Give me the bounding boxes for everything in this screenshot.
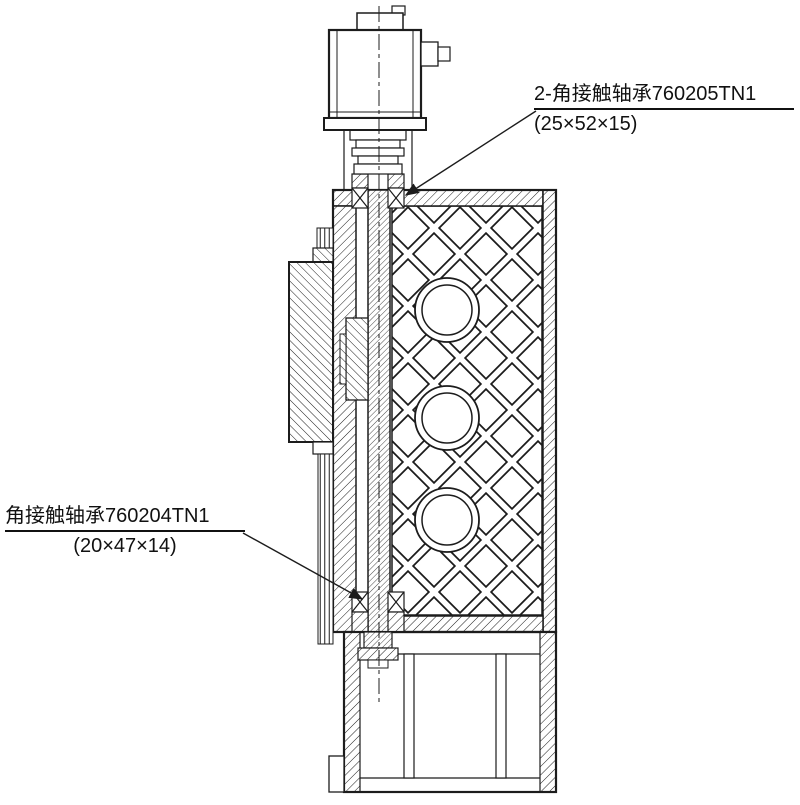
main-housing xyxy=(331,188,558,634)
screw-end xyxy=(363,631,393,649)
annotation-top-bearing: 2-角接触轴承760205TN1 (25×52×15) xyxy=(534,82,794,137)
annotation-top-bearing-dimensions: (25×52×15) xyxy=(534,113,638,135)
ball-screw-shaft xyxy=(339,189,391,637)
ball-nut xyxy=(345,317,369,401)
motor-flange xyxy=(323,117,427,131)
top-bearing xyxy=(351,173,405,209)
annotation-top-bearing-label: 2-角接触轴承760205TN1 xyxy=(534,82,794,110)
annotation-bottom-bearing: 角接触轴承760204TN1 (20×47×14) xyxy=(5,504,245,559)
lattice-circles xyxy=(414,277,480,553)
lower-housing xyxy=(328,630,558,794)
leader-line-top-bearing xyxy=(404,110,537,196)
housing-rib-lattice xyxy=(391,205,543,616)
left-bracket xyxy=(288,227,334,645)
annotation-bottom-bearing-dimensions: (20×47×14) xyxy=(73,535,177,557)
lock-nut xyxy=(357,647,399,661)
annotation-bottom-bearing-label: 角接触轴承760204TN1 xyxy=(5,504,245,532)
coupling xyxy=(343,129,413,190)
servo-motor xyxy=(323,5,451,131)
housing-foot xyxy=(328,755,345,793)
leader-line-bottom-bearing xyxy=(242,532,364,600)
motor-connector xyxy=(420,41,439,67)
